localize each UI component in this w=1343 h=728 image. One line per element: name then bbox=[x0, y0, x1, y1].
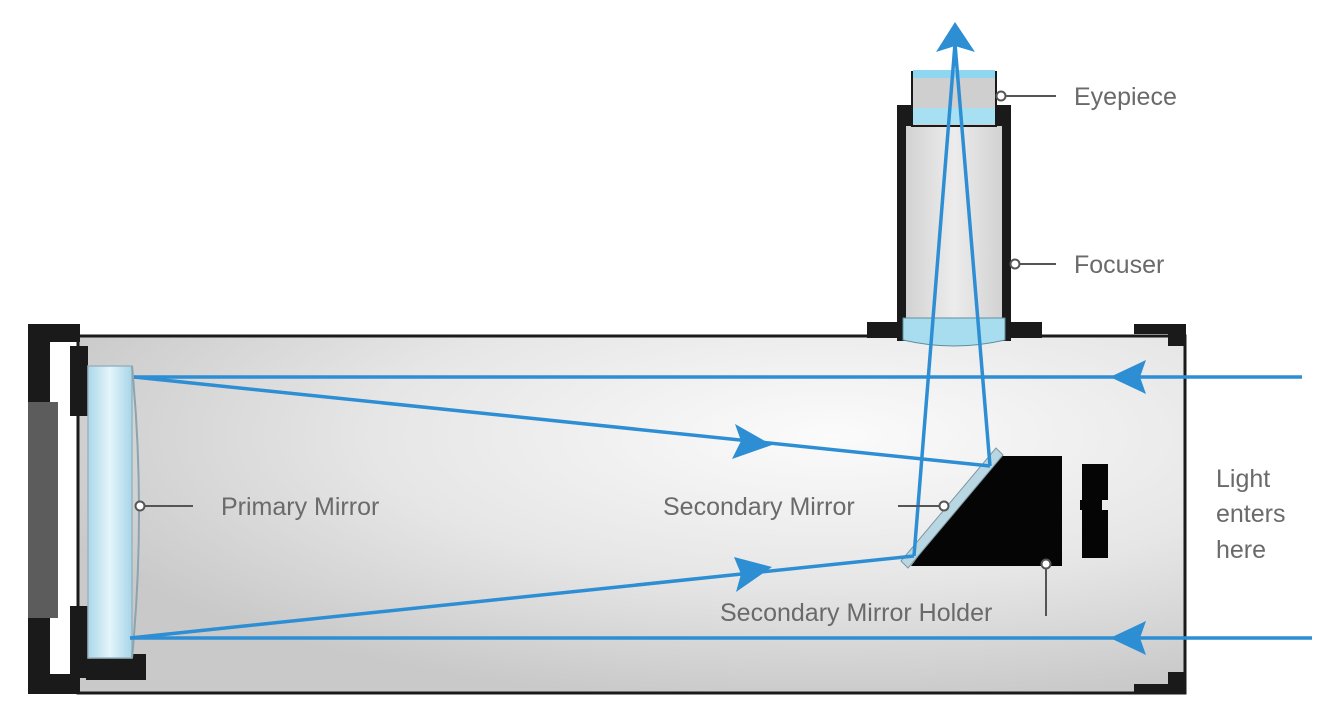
arrow-reflected-bottom bbox=[734, 557, 772, 592]
rear-cell-top-bracket bbox=[70, 346, 88, 416]
eyepiece-pointer-dot bbox=[995, 90, 1007, 102]
leader-lines bbox=[134, 90, 1056, 616]
secondary-mirror-shape bbox=[900, 447, 1004, 569]
focuser-inner-tube bbox=[906, 126, 1002, 324]
label-eyepiece: Eyepiece bbox=[1074, 83, 1177, 111]
arrow-incoming-top bbox=[1110, 360, 1146, 394]
label-secondary-mirror: Secondary Mirror bbox=[663, 493, 855, 521]
ray-to-eyepiece-right bbox=[953, 43, 992, 467]
label-light-line-3: here bbox=[1216, 536, 1266, 564]
secondary-mirror-holder-shape bbox=[911, 456, 1108, 566]
label-light-line-2: enters bbox=[1216, 500, 1285, 528]
ray-to-eyepiece-left bbox=[912, 43, 957, 557]
eyepiece-lower-lens bbox=[913, 108, 995, 124]
label-focuser: Focuser bbox=[1074, 251, 1164, 279]
arrow-exit-eyepiece bbox=[936, 22, 975, 52]
focuser-pointer-dot bbox=[1009, 258, 1021, 270]
focuser-assembly bbox=[867, 70, 1042, 347]
reflected-ray-top bbox=[133, 375, 991, 468]
front-corner-top bbox=[1134, 324, 1186, 346]
arrow-reflected-top bbox=[732, 424, 772, 459]
rear-cell-frame bbox=[28, 324, 80, 694]
holder-pointer-dot bbox=[1040, 558, 1052, 570]
primary-mirror-pointer-dot bbox=[134, 500, 146, 512]
label-primary-mirror: Primary Mirror bbox=[221, 493, 379, 521]
ray-arrowheads bbox=[732, 22, 1146, 655]
primary-mirror bbox=[87, 365, 140, 659]
rear-cell-bottom-bracket bbox=[70, 606, 88, 678]
label-secondary-mirror-holder: Secondary Mirror Holder bbox=[720, 599, 992, 627]
focuser-lens bbox=[902, 317, 1006, 347]
label-light-line-1: Light bbox=[1216, 465, 1270, 493]
light-rays bbox=[129, 43, 1312, 640]
front-corner-bottom bbox=[1134, 672, 1186, 694]
reflected-ray-bottom bbox=[129, 554, 915, 640]
arrow-incoming-bottom bbox=[1110, 621, 1146, 655]
secondary-mirror-pointer-dot bbox=[938, 500, 950, 512]
rear-cell-backplate bbox=[28, 402, 58, 618]
